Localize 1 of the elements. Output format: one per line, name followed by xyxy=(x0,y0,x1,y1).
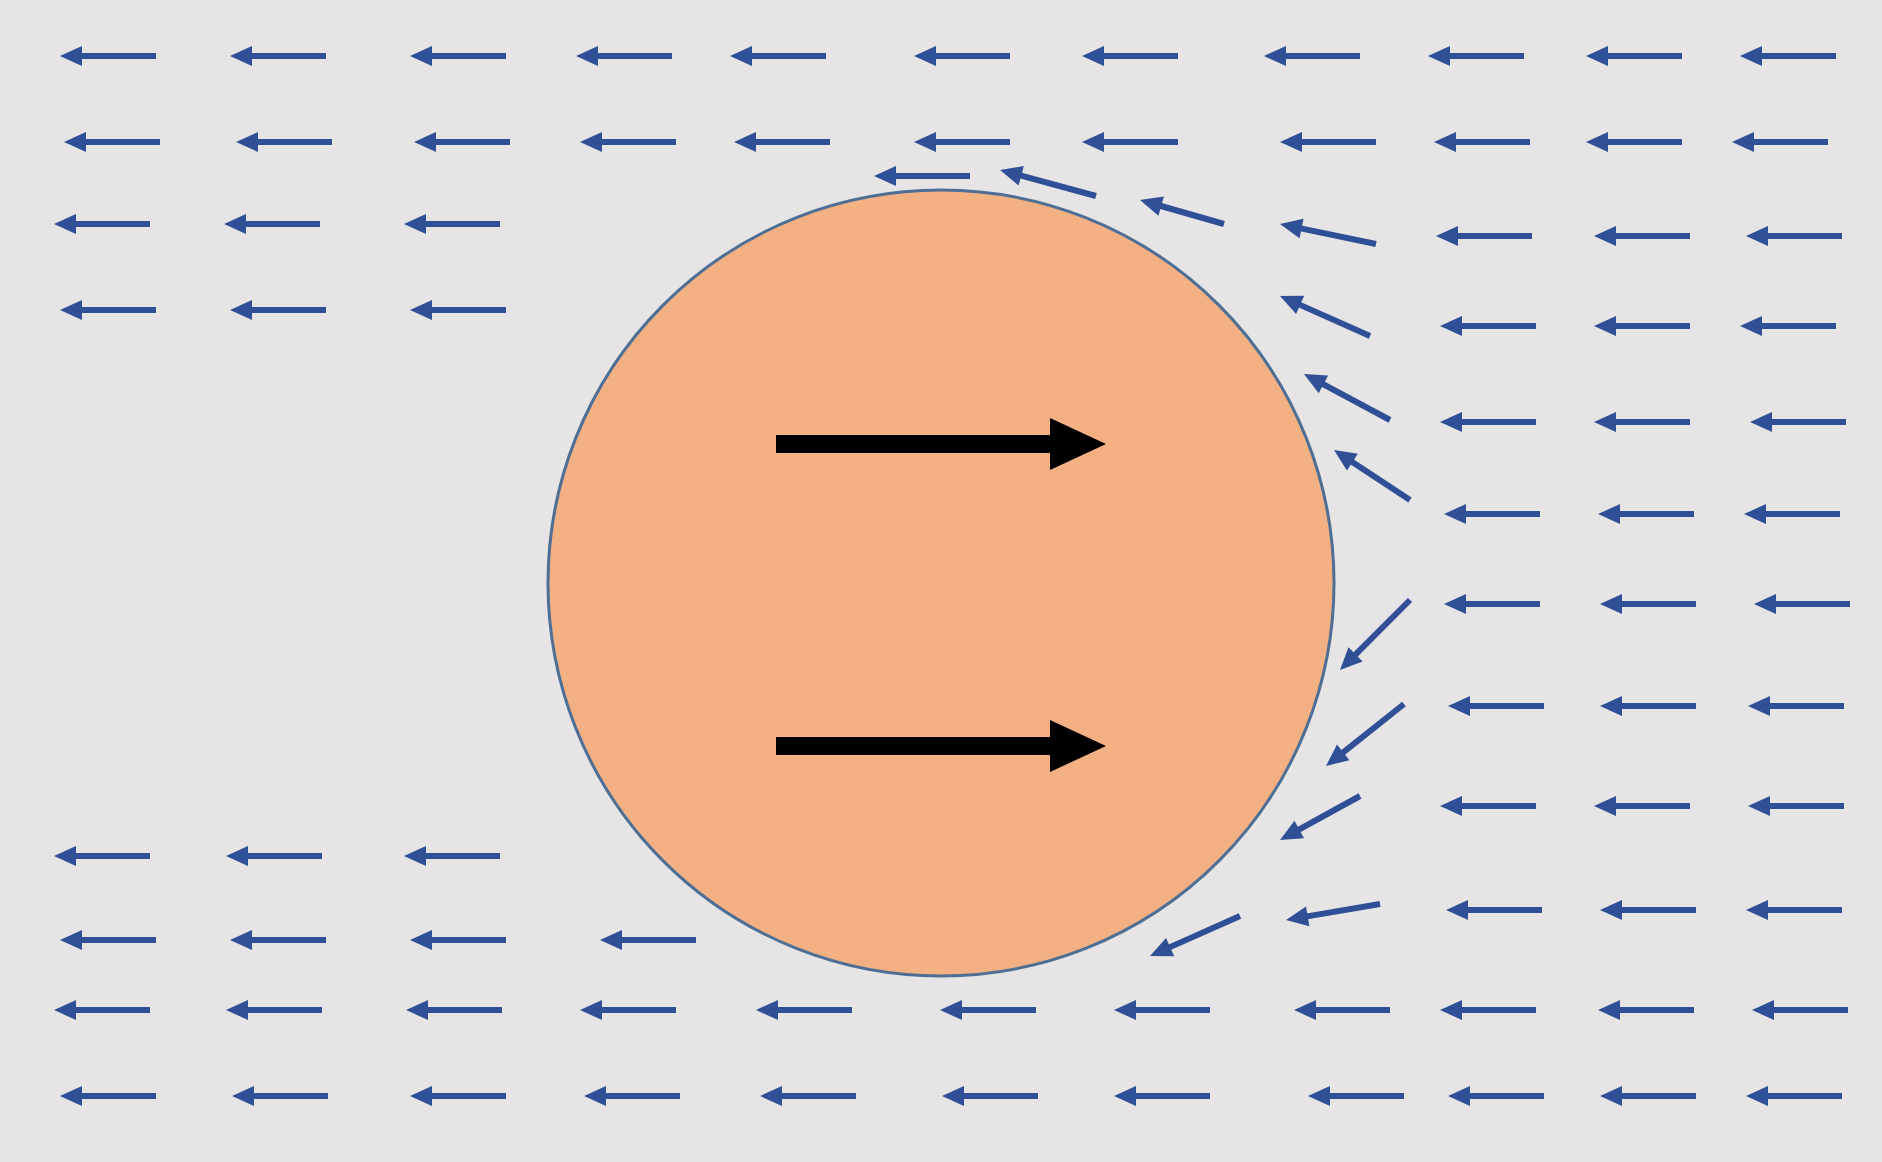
circle-shape xyxy=(546,188,1336,978)
